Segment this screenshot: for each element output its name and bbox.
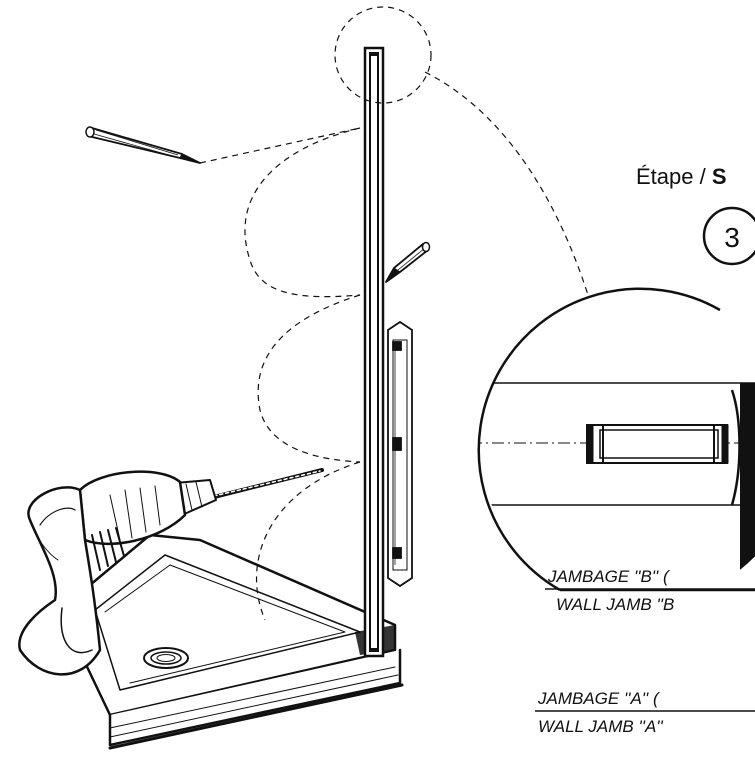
step-number-badge: 3 (702, 206, 755, 266)
drill-icon (18, 468, 324, 676)
drain (143, 647, 189, 669)
step-label-en: S (712, 164, 727, 189)
guide-lines (199, 6, 596, 621)
pencil-icon (85, 126, 201, 164)
jamb-b-label-fr: JAMBAGE ''B'' ( (547, 567, 671, 586)
detail-view (477, 285, 755, 605)
pencil-icon (385, 241, 431, 283)
jamb-a-label: JAMBAGE ''A'' ( WALL JAMB ''A'' (535, 689, 755, 736)
svg-text:Étape / S: Étape / S (636, 164, 727, 189)
step-label-fr: Étape (636, 164, 694, 189)
jamb-b-label-en: WALL JAMB ''B (556, 595, 674, 614)
step-separator: / (694, 164, 712, 189)
step-heading: Étape / S (636, 164, 727, 189)
wall-jamb (363, 46, 385, 658)
jamb-a-label-fr: JAMBAGE ''A'' ( (537, 689, 661, 708)
jamb-b-label: JAMBAGE ''B'' ( WALL JAMB ''B (545, 567, 755, 614)
jamb-a-label-en: WALL JAMB ''A'' (538, 717, 664, 736)
jamb-bracket (387, 320, 413, 588)
shower-base (58, 533, 404, 750)
step-number: 3 (724, 222, 740, 253)
